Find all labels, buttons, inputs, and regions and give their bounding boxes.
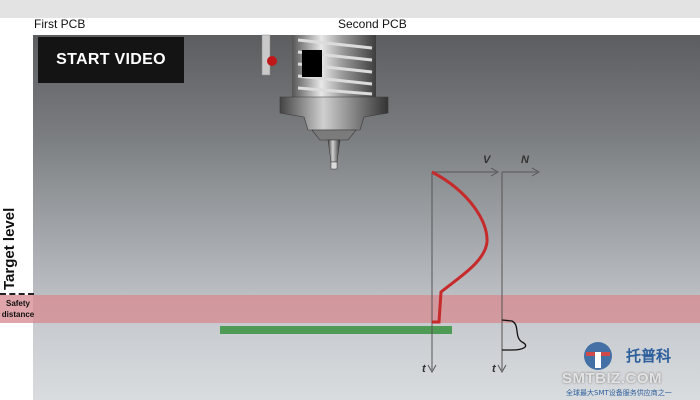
nozzle-end	[330, 161, 338, 170]
target-level-marker	[0, 293, 34, 295]
v-axis-label: V	[483, 154, 491, 166]
watermark-sub: 全球最大SMT设备服务供应商之一	[566, 389, 672, 397]
safety-distance-band	[0, 295, 700, 323]
watermark-en: SMTBIZ.COM	[562, 370, 662, 387]
second-pcb-label: Second PCB	[338, 17, 407, 31]
pcb-board	[220, 326, 452, 334]
logo-emblem	[584, 342, 612, 370]
t-axis-label-left: t	[422, 363, 426, 375]
nozzle-tip	[327, 139, 341, 163]
first-pcb-label: First PCB	[34, 17, 86, 31]
force-graph	[497, 167, 541, 374]
nozzle-collar	[311, 129, 357, 141]
watermark-cn: 托普科	[626, 347, 672, 365]
black-block	[302, 50, 322, 77]
t-axis-label-right: t	[492, 363, 496, 375]
start-video-button[interactable]: START VIDEO	[38, 37, 184, 83]
safety-distance-label: Safety distance	[0, 298, 36, 320]
t-arrow-right	[497, 364, 507, 374]
safety-label-line1: Safety	[5, 299, 30, 308]
t-arrow-left	[427, 364, 437, 374]
force-curve	[501, 319, 527, 351]
velocity-graph	[427, 167, 500, 374]
safety-label-line2: distance	[1, 310, 35, 319]
n-arrow	[531, 167, 541, 177]
sensor-indicator	[267, 56, 277, 66]
top-strip	[0, 0, 700, 18]
n-axis-label: N	[521, 154, 529, 166]
velocity-curve	[431, 170, 489, 324]
nozzle-holder	[279, 96, 389, 131]
guide-rod	[261, 34, 271, 76]
v-arrow	[490, 167, 500, 177]
